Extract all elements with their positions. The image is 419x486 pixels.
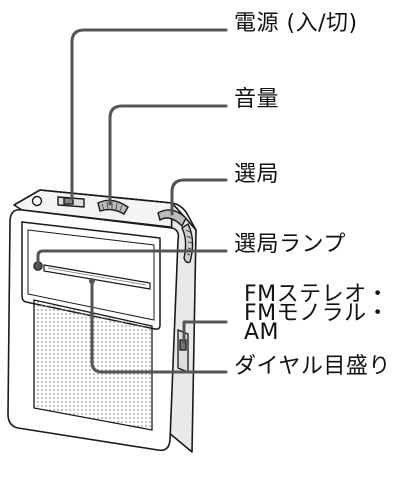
leader-lamp [36, 249, 228, 268]
label-tuning: 選局 [234, 162, 280, 187]
leader-power [70, 28, 228, 201]
top-controls [31, 195, 194, 264]
label-band-line: FMモノラル・ [244, 301, 390, 326]
leader-tuning [170, 178, 228, 216]
label-dial-scale: ダイヤル目盛り [234, 354, 391, 379]
lamp-dot [34, 262, 42, 270]
dial-dot [89, 278, 95, 284]
leader-dial [90, 279, 228, 374]
label-band-selector: FMステレオ・ FMモノラル・ AM [244, 282, 390, 345]
label-power: 電源 (入/切) [234, 11, 358, 36]
dial-window [21, 221, 161, 330]
label-tuning-lamp: 選局ランプ [234, 232, 346, 257]
leader-band [182, 320, 228, 344]
label-band-line: FMステレオ・ [244, 282, 390, 307]
leader-lines [36, 28, 228, 374]
label-band-line: AM [244, 320, 280, 345]
leader-volume [108, 104, 228, 206]
label-volume: 音量 [234, 87, 280, 112]
